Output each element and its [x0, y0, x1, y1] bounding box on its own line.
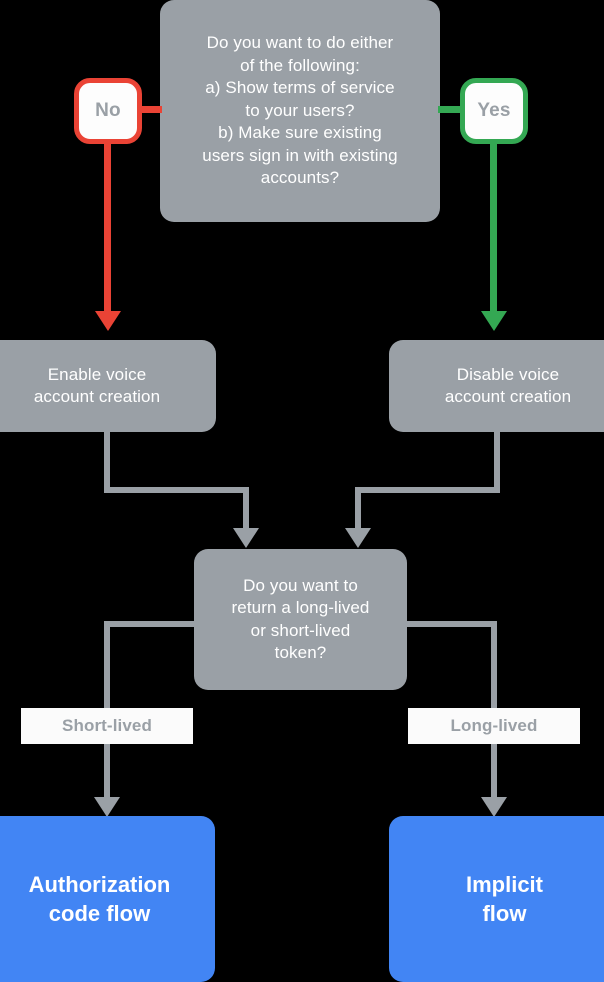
node-decision-terms-of-service-text: Do you want to do either of the followin…: [202, 32, 397, 189]
edge-label-long-lived: Long-lived: [408, 708, 580, 744]
edge-label-short-lived-text: Short-lived: [62, 716, 152, 735]
text-line: account creation: [33, 387, 161, 406]
text-line: accounts?: [260, 168, 340, 188]
node-process-disable-voice-account-creation[interactable]: Disable voice account creation: [389, 340, 604, 432]
badge-yes[interactable]: Yes: [460, 78, 528, 144]
edge-long-lived-horizontal: [401, 621, 497, 627]
edge-enable-horizontal: [104, 487, 249, 493]
edge-enable-arrowhead: [233, 528, 259, 548]
edge-no-vertical: [104, 144, 111, 311]
badge-no-label: No: [95, 100, 121, 121]
text-line: account creation: [444, 387, 572, 406]
badge-no[interactable]: No: [74, 78, 142, 144]
text-line: flow: [482, 901, 527, 926]
edge-yes-arrowhead: [480, 311, 507, 331]
node-process-disable-text: Disable voice account creation: [445, 364, 571, 409]
badge-yes-label: Yes: [477, 100, 511, 121]
edge-no-horizontal-stub: [140, 106, 162, 113]
text-line: Disable voice: [456, 364, 560, 384]
node-decision-token-lifetime-text: Do you want to return a long-lived or sh…: [232, 575, 370, 665]
edge-label-short-lived: Short-lived: [21, 708, 193, 744]
node-decision-token-lifetime[interactable]: Do you want to return a long-lived or sh…: [194, 549, 407, 690]
edge-short-lived-horizontal: [104, 621, 200, 627]
edge-enable-down-to-arrow: [243, 487, 249, 530]
edge-disable-down-to-arrow: [355, 487, 361, 530]
edge-label-long-lived-text: Long-lived: [450, 716, 538, 735]
text-line: b) Make sure existing: [218, 123, 382, 143]
text-line: Authorization: [28, 871, 171, 897]
text-line: code flow: [48, 901, 151, 926]
text-line: Implicit: [465, 871, 543, 897]
edge-yes-horizontal-stub: [438, 106, 460, 113]
edge-no-arrowhead: [94, 311, 121, 331]
node-process-enable-text: Enable voice account creation: [34, 364, 160, 409]
text-line: token?: [274, 642, 327, 662]
text-line: Do you want to: [243, 575, 358, 595]
edge-disable-vertical: [494, 432, 500, 492]
node-terminal-implicit-flow[interactable]: Implicit flow: [389, 816, 604, 982]
text-line: to your users?: [245, 100, 355, 120]
node-terminal-implicit-flow-text: Implicit flow: [466, 870, 543, 928]
node-terminal-authorization-code-flow-text: Authorization code flow: [29, 870, 171, 928]
edge-disable-horizontal: [355, 487, 500, 493]
text-line: users sign in with existing: [202, 145, 398, 165]
edge-enable-vertical: [104, 432, 110, 492]
text-line: Enable voice: [47, 364, 147, 384]
text-line: return a long-lived: [231, 598, 370, 618]
edge-long-lived-arrowhead: [481, 797, 507, 817]
text-line: a) Show terms of service: [205, 78, 395, 98]
node-process-enable-voice-account-creation[interactable]: Enable voice account creation: [0, 340, 216, 432]
edge-disable-arrowhead: [345, 528, 371, 548]
text-line: of the following:: [240, 55, 360, 75]
edge-short-lived-arrowhead: [94, 797, 120, 817]
node-decision-terms-of-service[interactable]: Do you want to do either of the followin…: [160, 0, 440, 222]
diagram-title: Voice account linking decision flowchart: [0, 0, 1, 1]
node-terminal-authorization-code-flow[interactable]: Authorization code flow: [0, 816, 215, 982]
text-line: Do you want to do either: [206, 33, 394, 53]
edge-yes-vertical: [490, 144, 497, 311]
text-line: or short-lived: [250, 620, 351, 640]
